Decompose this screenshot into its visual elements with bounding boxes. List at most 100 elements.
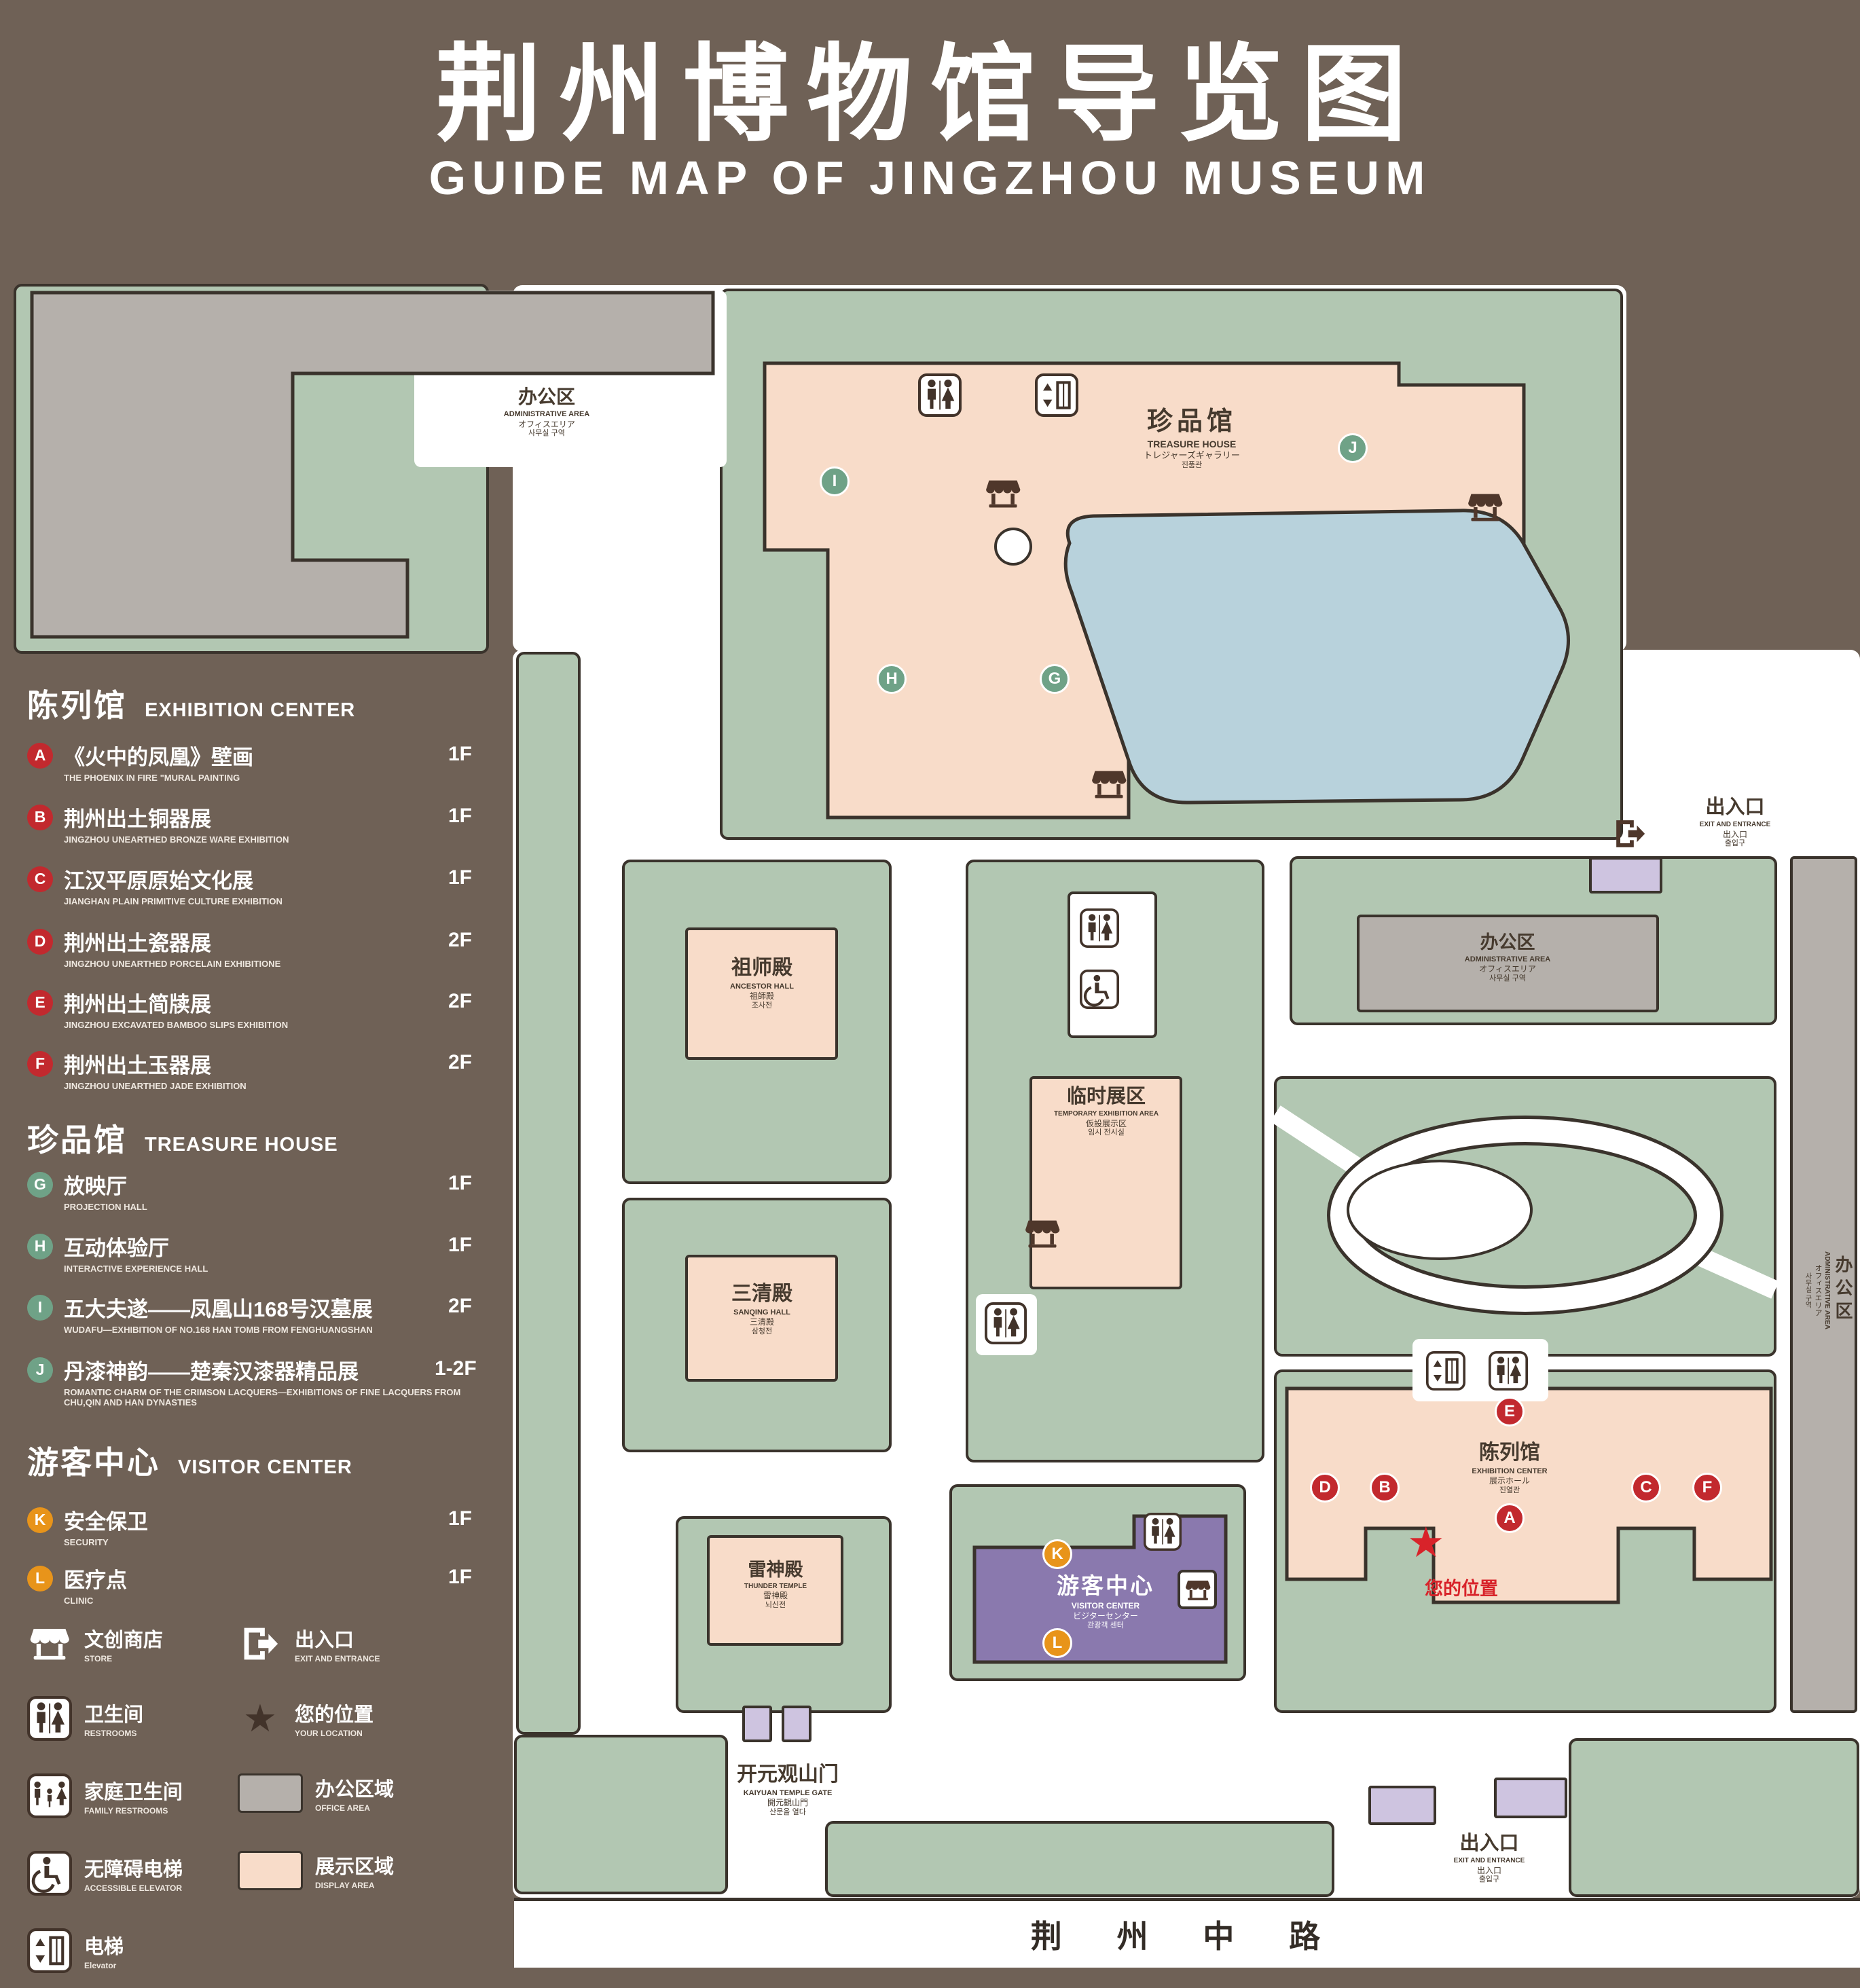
marker-H: H [877, 664, 907, 694]
page-title: 荆州博物馆导览图 [435, 36, 1425, 154]
marker-K: K [1042, 1539, 1072, 1569]
store-icon [1089, 765, 1129, 804]
island-treasure-house [720, 289, 1623, 840]
road-label: 荆 州 中 路 [1030, 1919, 1344, 1954]
gate-pillar-left [742, 1706, 772, 1742]
bullet-L: L [27, 1565, 53, 1591]
bullet-E: E [27, 989, 53, 1016]
exit-bottom-building-left [1368, 1786, 1436, 1825]
island-bottom-right [1569, 1738, 1859, 1897]
bullet-J: J [27, 1357, 53, 1383]
office-area-swatch [238, 1773, 303, 1813]
bullet-B: B [27, 804, 53, 830]
exit-bottom-label: 出入口 EXIT AND ENTRANCE 出入口 출입구 [1453, 1833, 1525, 1884]
sanqing-hall-label: 三清殿 SANQING HALL 三清殿 삼청전 [731, 1283, 792, 1336]
visitor-store-box [1178, 1570, 1217, 1609]
marker-J: J [1338, 433, 1368, 463]
restroom-icon [1489, 1351, 1528, 1391]
ancestor-hall-building [685, 927, 838, 1060]
marker-B: B [1370, 1473, 1400, 1503]
exit-top-building [1589, 857, 1662, 894]
nw-admin-courtyard [414, 291, 727, 467]
accessible-restroom-icon [1080, 970, 1119, 1009]
your-location-star-icon: ★ [1407, 1520, 1445, 1566]
island-left-band [516, 652, 581, 1735]
restroom-icon [27, 1696, 72, 1741]
east-admin-label: 办公区 ADMINISTRATIVE AREA オフィスエリア 사무실 구역 [1804, 1251, 1853, 1329]
temporary-exhibition-building [1029, 1076, 1182, 1289]
marker-I: I [820, 466, 850, 496]
thunder-temple-building [707, 1535, 843, 1646]
treasure-house-label: 珍品馆 TREASURE HOUSE トレジャーズギャラリー 진품관 [1144, 407, 1240, 470]
elevator-icon [1426, 1351, 1465, 1391]
exit-icon [238, 1621, 282, 1666]
display-area-swatch [238, 1851, 303, 1890]
marker-L: L [1042, 1628, 1072, 1658]
island-park [1274, 1076, 1776, 1357]
road-jingzhou-middle: 荆 州 中 路 [514, 1898, 1860, 1968]
thunder-temple-label: 雷神殿 THUNDER TEMPLE 雷神殿 뇌신전 [744, 1560, 807, 1609]
bullet-I: I [27, 1294, 53, 1321]
central-restroom-notch [1068, 891, 1157, 1038]
east-admin-strip [1790, 856, 1857, 1713]
gate-label: 开元观山门 KAIYUAN TEMPLE GATE 開元観山門 산문을 열다 [737, 1763, 839, 1816]
bullet-A: A [27, 742, 53, 769]
exit-bottom-building-right [1494, 1778, 1567, 1818]
store-icon [27, 1621, 72, 1666]
store-icon [1023, 1214, 1062, 1253]
store-icon [1465, 487, 1505, 527]
visitor-center-label: 游客中心 VISITOR CENTER ビジターセンター 관광객 센터 [1057, 1573, 1154, 1630]
temporary-exhibition-label: 临时展区 TEMPORARY EXHIBITION AREA 仮設展示区 임시 … [1053, 1086, 1159, 1137]
marker-G: G [1040, 664, 1070, 694]
marker-F: F [1692, 1473, 1722, 1503]
bullet-G: G [27, 1171, 53, 1198]
marker-E: E [1495, 1397, 1525, 1426]
bullet-C: C [27, 866, 53, 892]
right-admin-label: 办公区 ADMINISTRATIVE AREA オフィスエリア 사무실 구역 [1464, 932, 1551, 982]
store-icon [1184, 1576, 1212, 1604]
your-location-label: 您的位置 [1425, 1579, 1498, 1599]
marker-A: A [1495, 1503, 1525, 1533]
restroom-icon [1080, 908, 1119, 948]
exit-icon [1611, 815, 1649, 853]
restroom-icon [918, 373, 962, 417]
right-admin-building [1357, 915, 1659, 1012]
restroom-icon [1144, 1513, 1182, 1551]
marker-C: C [1631, 1473, 1661, 1503]
accessible-elevator-icon [27, 1851, 72, 1896]
elevator-icon [27, 1928, 72, 1973]
restroom-icon [985, 1302, 1027, 1344]
bullet-F: F [27, 1050, 53, 1077]
island-bottom-center [825, 1821, 1334, 1897]
gate-pillar-right [782, 1706, 812, 1742]
exit-top-label: 出入口 EXIT AND ENTRANCE 出入口 출입구 [1699, 796, 1771, 848]
bullet-H: H [27, 1233, 53, 1259]
ancestor-hall-label: 祖师殿 ANCESTOR HALL 祖師殿 조사전 [730, 957, 794, 1010]
island-exhibition [1274, 1369, 1776, 1713]
marker-D: D [1310, 1473, 1340, 1503]
exhibition-center-label: 陈列馆 EXHIBITION CENTER 展示ホール 진열관 [1472, 1441, 1548, 1494]
family-restroom-icon [27, 1773, 72, 1818]
store-icon [983, 474, 1023, 513]
island-bottom-left [514, 1735, 728, 1894]
